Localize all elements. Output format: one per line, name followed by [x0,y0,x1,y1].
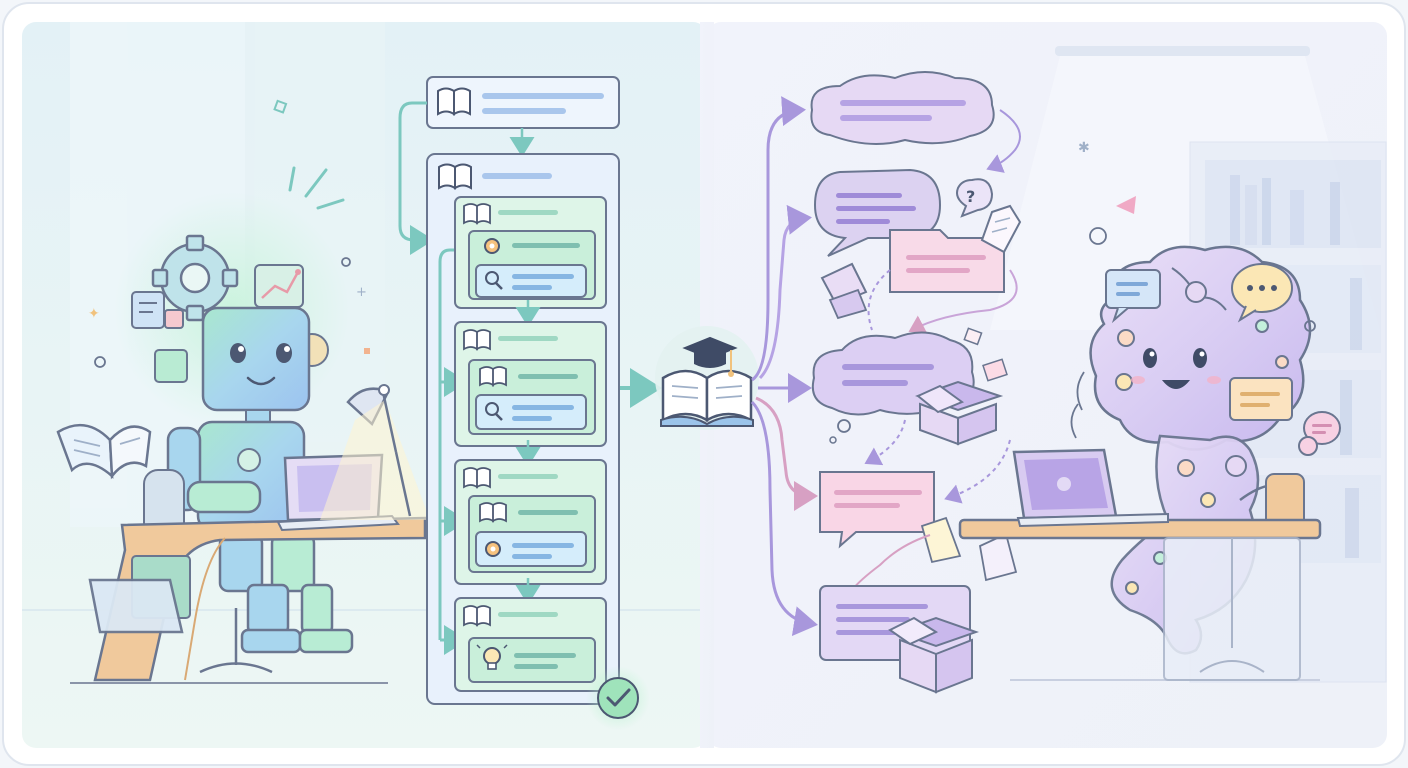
gear-icon [151,234,239,322]
robot-scene: ✦ + [56,99,430,684]
sparkle-marks [288,166,345,210]
svg-text:✱: ✱ [1078,140,1090,156]
gear-icon [485,541,501,557]
chat-icon [1105,269,1161,324]
graduation-book-icon [655,326,759,430]
file-folder-icon [88,555,191,634]
floating-card [131,291,165,329]
open-box-icon [888,616,980,694]
ellipsis-bubble-icon [1231,263,1293,323]
book-icon [479,366,507,387]
book-icon [463,605,491,627]
note-card [889,229,1005,293]
robot-body [166,420,354,654]
pipeline-stage-2 [454,321,607,447]
open-book-icon [56,423,152,480]
note-card [819,471,935,549]
svg-text:+: + [356,285,367,300]
top-node [426,76,620,129]
floating-card [154,349,188,383]
book-icon [463,467,491,489]
pipeline-stage-3 [454,459,607,585]
open-box-icon [914,380,1004,446]
pipeline-stage-4 [454,597,607,692]
paper-icon [980,204,1022,254]
book-icon [463,203,491,225]
chat-icon [1303,411,1341,445]
book-icon [437,87,471,116]
cloud-bubble [810,71,995,145]
right-desk [958,473,1322,681]
desk-lamp-icon [320,384,430,520]
lightbulb-icon [476,644,508,670]
book-icon [463,329,491,351]
search-icon [485,271,503,290]
chart-icon [254,264,304,308]
svg-text:✦: ✦ [88,306,100,322]
question-bubble-icon: ? [956,178,994,218]
book-icon [479,502,507,523]
check-icon [586,666,650,730]
pipeline-flowchart [398,76,662,730]
hub-arrows [750,96,818,636]
idea-bubbles: ? [810,71,1136,694]
svg-text:?: ? [966,187,975,206]
pipeline-stage-1 [454,196,607,309]
search-icon [485,402,503,421]
robot-head [201,306,311,425]
gear-icon [484,238,500,254]
laptop-icon [1012,448,1169,528]
book-icon [438,163,472,190]
chat-icon [1229,377,1293,421]
